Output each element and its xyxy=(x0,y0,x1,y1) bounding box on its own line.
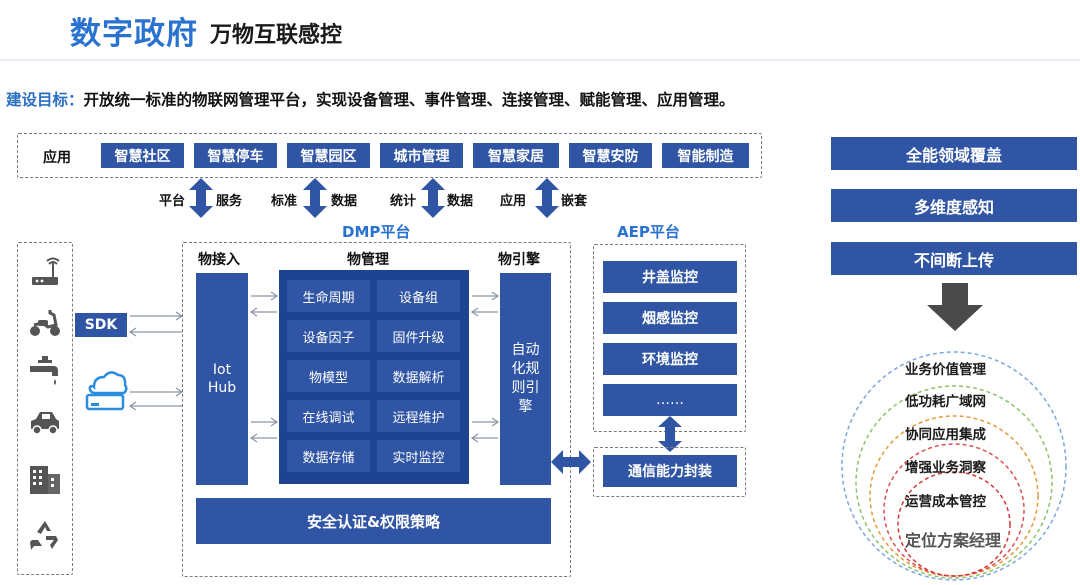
rule-engine-box[interactable]: 自动化规则引擎 xyxy=(500,273,551,485)
flow-label: 数据 xyxy=(331,194,358,209)
feature-domain-coverage[interactable]: 全能领域覆盖 xyxy=(831,137,1077,170)
app-smart-security[interactable]: 智慧安防 xyxy=(569,143,652,168)
app-row-label: 应用 xyxy=(43,150,71,166)
title-divider xyxy=(0,59,1080,61)
page-title: 数字政府 xyxy=(70,16,198,52)
cell-online-debug[interactable]: 在线调试 xyxy=(287,400,370,432)
updown-arrow-icon xyxy=(189,178,213,218)
dmp-frame xyxy=(182,242,571,577)
car-icon xyxy=(31,412,59,435)
aep-title: AEP平台 xyxy=(617,223,680,241)
building-icon xyxy=(30,466,60,494)
engine-label: 物引擎 xyxy=(498,252,540,268)
app-city-management[interactable]: 城市管理 xyxy=(380,143,463,168)
sdk-box[interactable]: SDK xyxy=(75,313,127,337)
flow-label: 数据 xyxy=(447,194,474,209)
scooter-icon xyxy=(30,310,60,336)
flow-label: 服务 xyxy=(216,194,243,209)
app-smart-parking[interactable]: 智慧停车 xyxy=(194,143,277,168)
recycle-icon xyxy=(30,521,58,550)
aep-bottom-frame xyxy=(593,447,746,497)
concentric-circles xyxy=(841,351,1067,581)
app-smart-manufacturing[interactable]: 智能制造 xyxy=(662,143,749,168)
app-row-frame xyxy=(17,133,762,178)
faucet-icon xyxy=(30,356,58,385)
updown-arrow-icon xyxy=(658,416,682,452)
goal-text: 开放统一标准的物联网管理平台，实现设备管理、事件管理、连接管理、赋能管理、应用管… xyxy=(83,91,735,109)
circle-item: 运营成本管控 xyxy=(905,494,986,510)
manage-engine-connectors xyxy=(470,291,500,443)
down-arrow-icon xyxy=(927,283,983,331)
feature-multi-sensing[interactable]: 多维度感知 xyxy=(831,189,1077,222)
flow-label: 标准 xyxy=(271,194,298,209)
flow-label: 统计 xyxy=(390,194,417,209)
feature-continuous-upload[interactable]: 不间断上传 xyxy=(831,242,1077,275)
circle-item: 增强业务洞察 xyxy=(905,460,986,476)
cell-device-group[interactable]: 设备组 xyxy=(377,280,460,312)
iot-hub-text: Iot Hub xyxy=(207,362,237,396)
iot-hub-box[interactable]: Iot Hub xyxy=(196,273,248,485)
security-bar[interactable]: 安全认证&权限策略 xyxy=(196,498,551,544)
app-smart-park[interactable]: 智慧园区 xyxy=(287,143,370,168)
cloud-device-icon xyxy=(85,371,128,411)
goal-statement: 建设目标：开放统一标准的物联网管理平台，实现设备管理、事件管理、连接管理、赋能管… xyxy=(6,88,735,110)
aep-manhole-monitor[interactable]: 井盖监控 xyxy=(603,261,737,293)
flow-label: 嵌套 xyxy=(561,194,588,209)
device-column-frame xyxy=(17,242,73,575)
updown-arrow-icon xyxy=(421,178,445,218)
aep-communication-box[interactable]: 通信能力封装 xyxy=(603,455,737,487)
circle-item: 协同应用集成 xyxy=(905,427,986,443)
access-label: 物接入 xyxy=(198,252,240,268)
flow-label: 应用 xyxy=(500,194,527,209)
circle-item: 低功耗广域网 xyxy=(905,394,986,410)
cell-data-parsing[interactable]: 数据解析 xyxy=(377,360,460,392)
circle-item: 业务价值管理 xyxy=(905,362,986,378)
circle-item: 定位方案经理 xyxy=(905,531,1002,550)
updown-arrow-icon xyxy=(303,178,327,218)
app-smart-community[interactable]: 智慧社区 xyxy=(101,143,184,168)
dmp-title: DMP平台 xyxy=(342,223,411,241)
router-icon xyxy=(32,257,60,285)
leftright-arrow-icon xyxy=(551,450,591,474)
rule-engine-text: 自动化规则引擎 xyxy=(511,342,540,415)
cell-lifecycle[interactable]: 生命周期 xyxy=(287,280,370,312)
manage-label: 物管理 xyxy=(347,252,389,268)
cell-firmware-upgrade[interactable]: 固件升级 xyxy=(377,320,460,352)
updown-arrow-icon xyxy=(535,178,559,218)
aep-smoke-monitor[interactable]: 烟感监控 xyxy=(603,302,737,334)
goal-label: 建设目标： xyxy=(6,91,84,109)
cell-remote-maintenance[interactable]: 远程维护 xyxy=(377,400,460,432)
cell-device-factor[interactable]: 设备因子 xyxy=(287,320,370,352)
cell-data-storage[interactable]: 数据存储 xyxy=(287,440,370,472)
device-connector-arrows xyxy=(128,311,184,410)
cell-realtime-monitor[interactable]: 实时监控 xyxy=(377,440,460,472)
aep-environment-monitor[interactable]: 环境监控 xyxy=(603,343,737,375)
cell-thing-model[interactable]: 物模型 xyxy=(287,360,370,392)
flow-label: 平台 xyxy=(159,194,186,209)
app-smart-home[interactable]: 智慧家居 xyxy=(473,143,559,168)
hub-manage-connectors xyxy=(249,291,279,443)
page-subtitle: 万物互联感控 xyxy=(210,23,343,48)
aep-more-items[interactable]: …… xyxy=(603,384,737,416)
